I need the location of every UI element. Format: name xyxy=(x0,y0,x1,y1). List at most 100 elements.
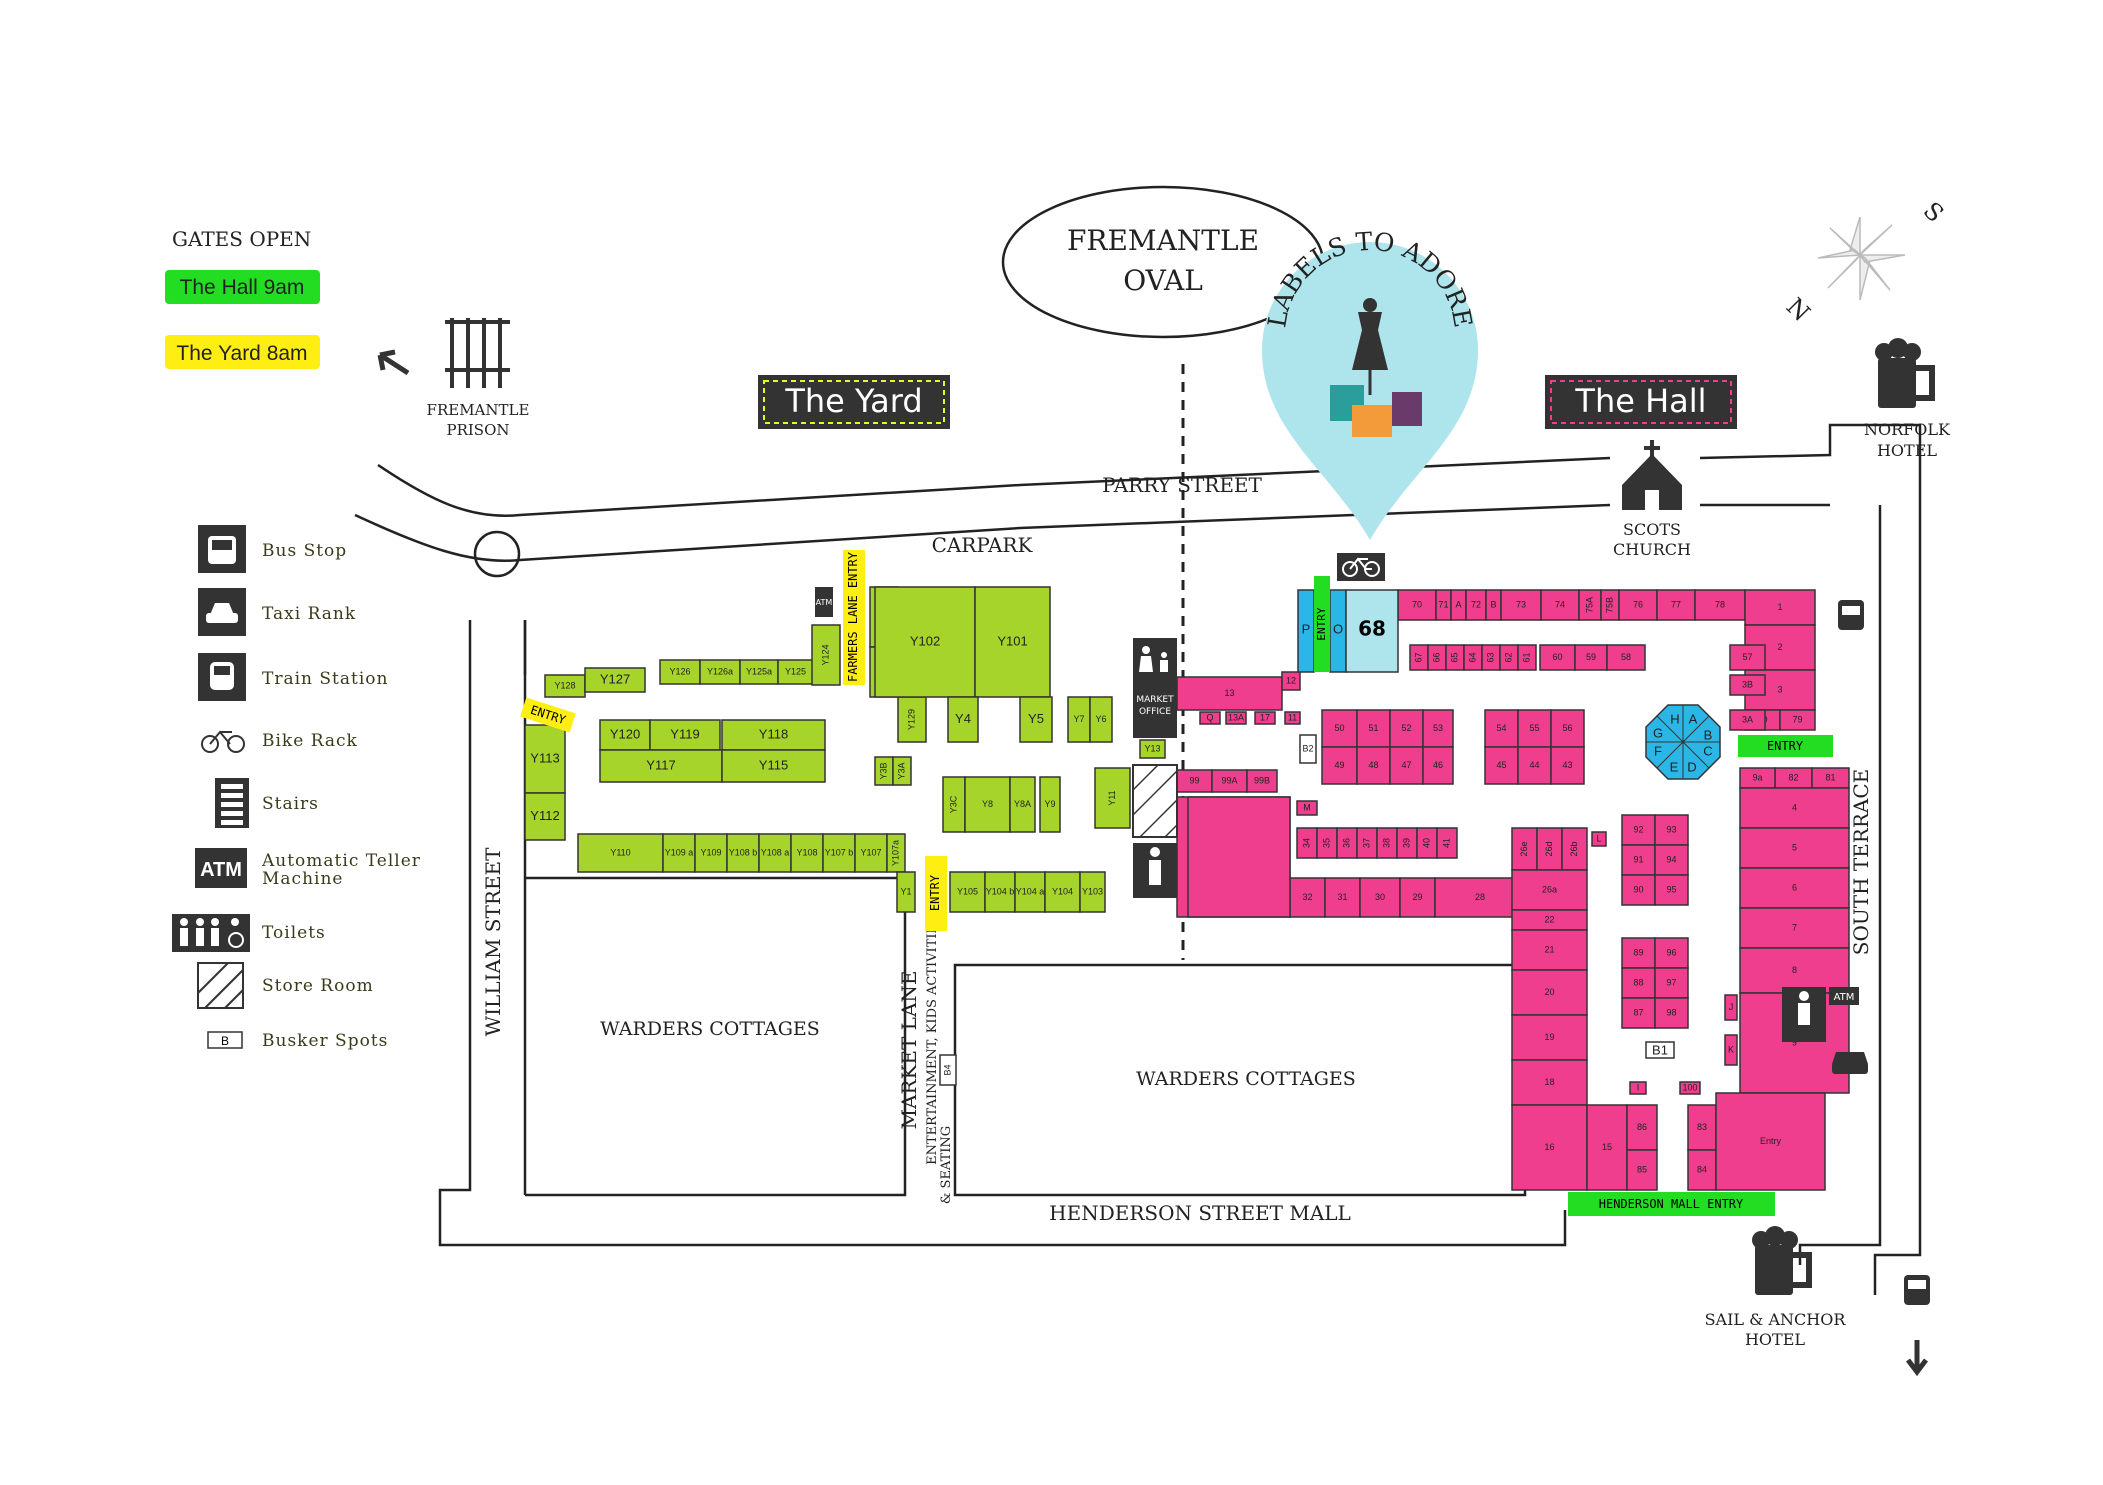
stall: 66 xyxy=(1427,644,1447,671)
stall-label: 37 xyxy=(1361,838,1371,848)
stall: 38 xyxy=(1376,827,1398,859)
stall: 60 xyxy=(1539,644,1576,671)
stall-label: 91 xyxy=(1633,854,1643,864)
stall: Q xyxy=(1199,711,1221,725)
stall: Y115 xyxy=(721,749,826,783)
yard-stalls: Y128Y127Y126Y126aY125aY125Y124Y121Y121aY… xyxy=(524,586,1166,913)
stall: 47 xyxy=(1389,746,1424,785)
stall: Y109 xyxy=(694,833,728,873)
facilities-right: ATM xyxy=(1782,987,1859,1042)
stall: 53 xyxy=(1422,709,1454,748)
legend-item: Store Room xyxy=(197,962,373,1009)
svg-text:O: O xyxy=(1333,621,1343,636)
stall-label: 55 xyxy=(1529,723,1539,733)
train-icon xyxy=(198,653,246,701)
stall-label: 15 xyxy=(1602,1142,1612,1152)
stall-label: 45 xyxy=(1496,760,1506,770)
stall: 26e xyxy=(1511,827,1538,871)
gates-panel: GATES OPEN The Hall 9am The Yard 8am xyxy=(165,227,320,369)
stall: 32 xyxy=(1289,877,1326,918)
stall: Y119 xyxy=(649,719,721,751)
stall: 75A xyxy=(1578,589,1602,621)
stall-label: 32 xyxy=(1302,892,1312,902)
svg-text:MARKET LANE: MARKET LANE xyxy=(897,970,921,1129)
stall-label: I xyxy=(1637,1082,1640,1092)
taxi-right xyxy=(1832,1052,1868,1074)
stall-label: 73 xyxy=(1516,599,1526,609)
entry-tags: FARMERS LANE ENTRY ENTRY ENTRY ENTRY ENT… xyxy=(520,550,1833,1216)
stall-label: Y105 xyxy=(957,886,978,896)
stall-label: 29 xyxy=(1412,892,1422,902)
stall-label: 41 xyxy=(1441,838,1451,848)
stall-label: 38 xyxy=(1381,838,1391,848)
stall: 96 xyxy=(1654,937,1689,969)
svg-text:SCOTS: SCOTS xyxy=(1623,520,1681,539)
labels-to-adore-pin: LABELS TO ADORE xyxy=(1262,227,1478,540)
stall: 11 xyxy=(1284,711,1301,725)
stall: Y107 xyxy=(854,833,888,873)
svg-text:WILLIAM STREET: WILLIAM STREET xyxy=(481,847,505,1036)
stall: 18 xyxy=(1511,1059,1588,1106)
stall-label: 97 xyxy=(1666,977,1676,987)
stall: Y117 xyxy=(599,749,723,783)
stall-label: Y3A xyxy=(896,762,906,779)
svg-text:& SEATING: & SEATING xyxy=(939,1126,954,1204)
stall: Y113 xyxy=(524,724,566,794)
stall-label: J xyxy=(1729,1002,1734,1012)
stall-label: Y11 xyxy=(1107,790,1117,805)
stall: 77 xyxy=(1656,589,1696,621)
prison-line-2: PRISON xyxy=(446,421,509,439)
sail-anchor-hotel: SAIL & ANCHOR HOTEL xyxy=(1705,1226,1846,1349)
stall: 54 xyxy=(1484,709,1519,748)
stall: 31 xyxy=(1324,877,1361,918)
stall: Y120 xyxy=(599,719,651,751)
stall-label: 11 xyxy=(1288,712,1297,722)
stall-label: 89 xyxy=(1633,947,1643,957)
stall-label: 7 xyxy=(1792,922,1797,932)
legend-label: Toilets xyxy=(262,923,326,943)
stall-label: 19 xyxy=(1544,1032,1554,1042)
bike-icon xyxy=(198,722,246,758)
legend-label: Stairs xyxy=(262,794,319,814)
stall: 50 xyxy=(1321,709,1358,748)
legend-item: Bus Stop xyxy=(198,525,346,573)
stall-label: Y107 b xyxy=(825,847,854,857)
stall-label: 86 xyxy=(1637,1122,1647,1132)
stall-label: Y104 xyxy=(1052,886,1073,896)
stall-label: Y104 b xyxy=(986,886,1015,896)
stall-label: Y113 xyxy=(530,750,559,765)
stall: 57 xyxy=(1729,644,1766,671)
stall-label: 94 xyxy=(1666,854,1676,864)
stall: Y3C xyxy=(942,776,966,833)
stall-label: 85 xyxy=(1637,1164,1647,1174)
norfolk-hotel: NORFOLK HOTEL xyxy=(1864,338,1951,460)
stall: Y5 xyxy=(1019,696,1053,743)
stall-label: 66 xyxy=(1431,652,1441,662)
svg-text:D: D xyxy=(1687,759,1696,774)
stall: 46 xyxy=(1422,746,1454,785)
stall-label: 48 xyxy=(1368,760,1378,770)
stall: 72 xyxy=(1465,589,1487,621)
stall: Y104 b xyxy=(984,871,1016,913)
stall-label: 46 xyxy=(1433,760,1443,770)
stall-label: 78 xyxy=(1715,599,1725,609)
stall: 78 xyxy=(1694,589,1746,621)
stall-label: Y108 b xyxy=(729,847,758,857)
stall: I xyxy=(1629,1081,1647,1095)
market-lane-entry: ENTRY xyxy=(928,874,942,911)
stall-label: 1 xyxy=(1777,602,1782,612)
busker-icon: B xyxy=(207,1031,243,1049)
stall: 4 xyxy=(1739,787,1850,829)
stall: 35 xyxy=(1316,827,1338,859)
stall-label: Y7 xyxy=(1073,714,1084,724)
atm-yard: ATM xyxy=(815,587,833,617)
stall: Y107a xyxy=(886,833,906,873)
farmers-lane-entry: FARMERS LANE ENTRY xyxy=(846,551,860,682)
stall: 34 xyxy=(1296,827,1318,859)
stall-label: Y129 xyxy=(906,709,916,730)
stall: 20 xyxy=(1511,969,1588,1016)
legend-label: Train Station xyxy=(262,669,388,689)
stall: 3B xyxy=(1729,674,1766,696)
